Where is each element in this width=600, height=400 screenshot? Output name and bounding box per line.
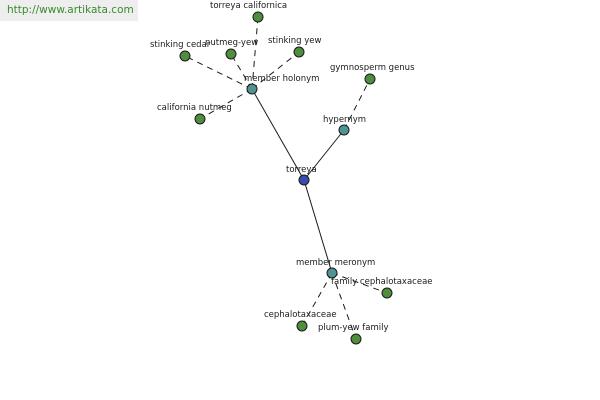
node-dot-gymnosperm-genus[interactable]: [364, 73, 376, 85]
node-dot-member-meronym[interactable]: [326, 267, 338, 279]
node-label-plum-yew-family[interactable]: plum-yew family: [318, 323, 389, 333]
node-dot-family-cephalotaxaceae[interactable]: [381, 287, 393, 299]
edge-member-meronym-to-plum-yew-family: [331, 272, 357, 340]
node-stinking-yew[interactable]: stinking yew: [268, 36, 322, 58]
node-dot-member-holonym[interactable]: [246, 83, 258, 95]
node-label-stinking-cedar[interactable]: stinking cedar: [150, 40, 211, 50]
node-label-member-meronym[interactable]: member meronym: [296, 258, 375, 268]
edge-member-meronym-to-family-cephalotaxaceae: [331, 272, 388, 294]
edge-torreya-to-hypernym: [303, 129, 345, 181]
node-label-gymnosperm-genus[interactable]: gymnosperm genus: [330, 63, 415, 73]
node-plum-yew-family[interactable]: plum-yew family: [318, 323, 389, 345]
node-family-cephalotaxaceae[interactable]: family cephalotaxaceae: [331, 277, 433, 299]
node-label-california-nutmeg[interactable]: california nutmeg: [157, 103, 232, 113]
node-california-nutmeg[interactable]: california nutmeg: [157, 103, 232, 125]
node-dot-hypernym[interactable]: [338, 124, 350, 136]
node-dot-stinking-yew[interactable]: [293, 46, 305, 58]
node-label-member-holonym[interactable]: member holonym: [244, 74, 319, 84]
node-dot-torreya-californica[interactable]: [252, 11, 264, 23]
edge-member-holonym-to-stinking-yew: [251, 51, 300, 90]
edge-member-holonym-to-stinking-cedar: [184, 55, 253, 90]
node-label-torreya-californica[interactable]: torreya californica: [210, 1, 287, 11]
edge-hypernym-to-gymnosperm-genus: [343, 78, 371, 131]
node-label-hypernym[interactable]: hypernym: [323, 115, 366, 125]
node-gymnosperm-genus[interactable]: gymnosperm genus: [330, 63, 415, 85]
node-stinking-cedar[interactable]: stinking cedar: [150, 40, 211, 62]
node-label-torreya[interactable]: torreya: [286, 165, 317, 175]
node-dot-california-nutmeg[interactable]: [194, 113, 206, 125]
node-label-family-cephalotaxaceae[interactable]: family cephalotaxaceae: [331, 277, 433, 287]
node-dot-stinking-cedar[interactable]: [179, 50, 191, 62]
node-cephalotaxaceae[interactable]: cephalotaxaceae: [264, 310, 337, 332]
node-dot-plum-yew-family[interactable]: [350, 333, 362, 345]
node-label-cephalotaxaceae[interactable]: cephalotaxaceae: [264, 310, 337, 320]
node-dot-cephalotaxaceae[interactable]: [296, 320, 308, 332]
watermark-url: http://www.artikata.com: [0, 0, 138, 21]
node-torreya-californica[interactable]: torreya californica: [210, 1, 287, 23]
node-member-holonym[interactable]: member holonym: [244, 74, 319, 95]
edge-member-holonym-to-torreya-californica: [251, 16, 259, 90]
edge-torreya-to-member-meronym: [303, 179, 333, 274]
node-dot-nutmeg-yew[interactable]: [225, 48, 237, 60]
edges-layer: [184, 16, 388, 340]
node-label-stinking-yew[interactable]: stinking yew: [268, 36, 322, 46]
edge-member-holonym-to-nutmeg-yew: [230, 53, 253, 90]
node-label-nutmeg-yew[interactable]: nutmeg-yew: [205, 38, 258, 48]
node-torreya[interactable]: torreya: [286, 165, 317, 186]
node-member-meronym[interactable]: member meronym: [296, 258, 375, 279]
edge-torreya-to-member-holonym: [251, 88, 305, 181]
nodes-layer: torreya member holonym hypernym member mero…: [150, 1, 433, 345]
node-nutmeg-yew[interactable]: nutmeg-yew: [205, 38, 258, 60]
node-dot-torreya[interactable]: [298, 174, 310, 186]
node-hypernym[interactable]: hypernym: [323, 115, 366, 136]
